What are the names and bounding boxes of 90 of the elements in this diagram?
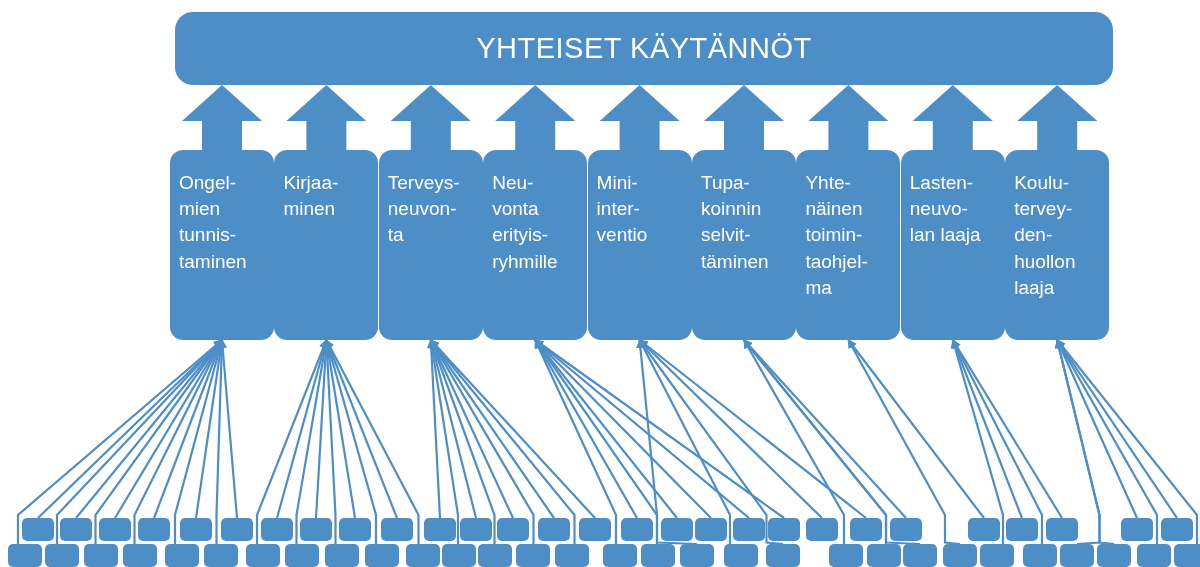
block-arrow: [599, 85, 680, 150]
arrow: [638, 339, 784, 546]
block-arrow: [390, 85, 471, 150]
item-box: [138, 518, 170, 541]
item-box: [460, 518, 492, 541]
item-box: [1161, 518, 1193, 541]
item-box: [478, 544, 512, 567]
item-box: [1060, 544, 1094, 567]
item-box: [180, 518, 212, 541]
item-box: [285, 544, 319, 567]
item-box: [45, 544, 79, 567]
item-box: [1023, 544, 1057, 567]
item-box: [22, 518, 54, 541]
item-box: [768, 518, 800, 541]
item-box: [724, 544, 758, 567]
item-box: [99, 518, 131, 541]
item-box: [1006, 518, 1038, 541]
block-arrow: [704, 85, 784, 150]
item-box: [381, 518, 413, 541]
item-box: [325, 544, 359, 567]
item-box: [661, 518, 693, 541]
arrow: [636, 339, 698, 546]
category-box: Kirjaa- minen: [274, 150, 379, 340]
item-box: [555, 544, 589, 567]
arrow: [426, 339, 442, 519]
item-box: [980, 544, 1014, 567]
item-box: [538, 518, 570, 541]
item-box: [680, 544, 714, 567]
block-arrow: [495, 85, 576, 150]
arrow: [638, 339, 732, 544]
arrow: [429, 339, 496, 544]
heading-box: YHTEISET KÄYTÄNNÖT: [175, 12, 1113, 85]
item-box: [695, 518, 727, 541]
item-box: [406, 544, 440, 567]
item-box: [1121, 518, 1153, 541]
item-box: [221, 518, 253, 541]
arrow: [951, 339, 1044, 544]
arrow: [1056, 339, 1199, 544]
item-box: [424, 518, 456, 541]
item-box: [903, 544, 937, 567]
item-box: [60, 518, 92, 541]
item-box: [165, 544, 199, 567]
category-box: Koulu- tervey- den- huollon laaja: [1005, 150, 1110, 340]
arrow: [325, 339, 420, 544]
item-box: [84, 544, 118, 567]
category-box: Ongel- mien tunnis- taminen: [170, 150, 274, 340]
item-box: [261, 518, 293, 541]
block-arrow: [808, 85, 889, 150]
item-box: [829, 544, 863, 567]
item-box: [579, 518, 611, 541]
item-box: [766, 544, 800, 567]
item-box: [603, 544, 637, 567]
item-box: [1137, 544, 1171, 567]
item-box: [867, 544, 901, 567]
arrow: [847, 339, 961, 546]
item-box: [339, 518, 371, 541]
item-box: [1097, 544, 1131, 567]
arrow: [1054, 339, 1115, 546]
item-box: [641, 544, 675, 567]
arrow: [215, 339, 227, 544]
item-box: [365, 544, 399, 567]
block-arrow: [286, 85, 367, 150]
item-box: [621, 518, 653, 541]
block-arrow: [182, 85, 262, 150]
item-box: [246, 544, 280, 567]
item-box: [943, 544, 977, 567]
arrow: [743, 339, 921, 546]
category-box: Terveys- neuvon- ta: [378, 150, 483, 340]
item-box: [516, 544, 550, 567]
item-box: [890, 518, 922, 541]
category-box: Neu- vonta erityis- ryhmille: [483, 150, 588, 340]
block-arrow: [1017, 85, 1098, 150]
item-box: [497, 518, 529, 541]
item-box: [968, 518, 1000, 541]
item-box: [8, 544, 42, 567]
item-box: [123, 544, 157, 567]
category-box: Mini- inter- ventio: [587, 150, 692, 340]
arrow: [255, 339, 328, 544]
category-box: Yhte- näinen toimin- taohjel- ma: [796, 150, 901, 340]
block-arrow: [912, 85, 993, 150]
item-box: [204, 544, 238, 567]
item-box: [806, 518, 838, 541]
item-box: [442, 544, 476, 567]
item-box: [733, 518, 765, 541]
item-box: [1174, 544, 1200, 567]
category-box: Lasten- neuvo- lan laaja: [900, 150, 1005, 340]
item-box: [1046, 518, 1078, 541]
item-box: [850, 518, 882, 541]
category-box: Tupa- koinnin selvit- täminen: [692, 150, 796, 340]
item-box: [300, 518, 332, 541]
